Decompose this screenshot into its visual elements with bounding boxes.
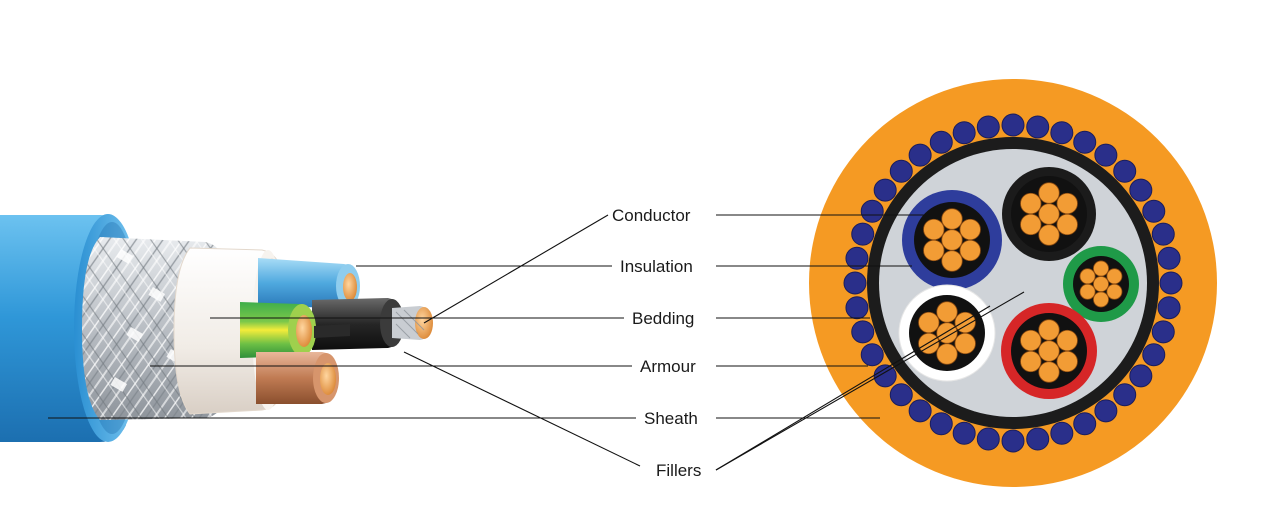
conductor-strand xyxy=(1038,319,1060,341)
core-green-yellow xyxy=(240,302,350,358)
armour-wire xyxy=(1159,271,1183,295)
armour-wire xyxy=(929,130,953,154)
conductor-strand xyxy=(1038,182,1060,204)
conductor-strand xyxy=(1038,340,1060,362)
conductor-strand xyxy=(954,332,976,355)
armour-wire xyxy=(1094,399,1118,423)
conductor-strand xyxy=(1020,350,1042,373)
conductor-strand xyxy=(1093,291,1109,308)
conductor-strand xyxy=(936,301,958,323)
armour-wire xyxy=(1026,115,1050,139)
cable-cross-section xyxy=(809,79,1217,487)
armour-wire xyxy=(1157,296,1181,320)
conductor-strand xyxy=(918,332,940,355)
conductor-strand xyxy=(1056,350,1078,373)
conductor-strand xyxy=(1093,260,1109,277)
conductor-strand xyxy=(1056,329,1078,352)
conductor-strand xyxy=(1056,213,1078,236)
conductor-strand xyxy=(1020,329,1042,352)
conductor-strand xyxy=(1038,361,1060,383)
conductor-strand xyxy=(1056,192,1078,215)
armour-wire xyxy=(1129,178,1153,202)
armour-wire xyxy=(889,383,913,407)
armour-wire xyxy=(1050,421,1074,445)
armour-wire xyxy=(908,143,932,167)
conductor-strand xyxy=(1106,283,1123,300)
conductor-strand xyxy=(1079,283,1096,300)
armour-wire xyxy=(1113,159,1137,183)
armour-wire xyxy=(1113,383,1137,407)
leader-lines xyxy=(48,214,1025,471)
armour-wire xyxy=(1094,143,1118,167)
conductor-strand xyxy=(941,229,963,251)
conductor-strand xyxy=(936,343,958,365)
label-sheath: Sheath xyxy=(644,409,698,428)
conductor-strand xyxy=(1020,213,1042,236)
armour-wire xyxy=(845,246,869,270)
core-black-section xyxy=(1002,167,1096,261)
armour-wire xyxy=(873,178,897,202)
conductor-strand xyxy=(918,311,940,334)
armour-wire xyxy=(1142,199,1166,223)
armour-wire xyxy=(1026,427,1050,451)
armour-wire xyxy=(1001,429,1025,453)
conductor-strand xyxy=(936,322,958,344)
conductor-strand xyxy=(1093,276,1109,292)
conductor-strand xyxy=(1020,192,1042,215)
armour-wire xyxy=(1073,412,1097,436)
label-bedding: Bedding xyxy=(632,309,694,328)
armour-wire xyxy=(1151,222,1175,246)
armour-wire xyxy=(1129,364,1153,388)
core-white-section xyxy=(898,284,996,382)
armour-wire xyxy=(1073,130,1097,154)
armour-wire xyxy=(908,399,932,423)
label-conductor: Conductor xyxy=(612,206,691,225)
labels: Conductor Insulation Bedding Armour Shea… xyxy=(612,206,701,480)
armour-wire xyxy=(843,271,867,295)
conductor-strand xyxy=(1079,268,1096,285)
conductor-strand xyxy=(1038,224,1060,246)
armour-wire xyxy=(860,199,884,223)
armour-wire xyxy=(851,320,875,344)
armour-wires xyxy=(843,113,1183,453)
conductor-strand xyxy=(941,250,963,272)
armour-wire xyxy=(1151,320,1175,344)
armour-wire xyxy=(1050,121,1074,145)
core-blue xyxy=(258,258,360,308)
conductor-strand xyxy=(941,208,963,230)
armour-wire xyxy=(860,343,884,367)
armour-wire xyxy=(976,115,1000,139)
label-armour: Armour xyxy=(640,357,696,376)
armour-wire xyxy=(851,222,875,246)
core-red-section xyxy=(1001,303,1097,399)
label-fillers: Fillers xyxy=(656,461,701,480)
conductor-strand xyxy=(923,239,945,262)
core-black xyxy=(312,298,433,350)
armour-wire xyxy=(952,421,976,445)
conductor-strand xyxy=(959,218,981,241)
armour-wire xyxy=(1157,246,1181,270)
armour-wire xyxy=(1001,113,1025,137)
armour-wire xyxy=(845,296,869,320)
cable-cutaway xyxy=(0,214,433,442)
conductor-strand xyxy=(923,218,945,241)
core-blue-section xyxy=(902,190,1002,290)
conductor-strand xyxy=(1106,268,1123,285)
armour-wire xyxy=(1142,343,1166,367)
conductor-strand xyxy=(959,239,981,262)
core-brown xyxy=(256,352,339,404)
label-insulation: Insulation xyxy=(620,257,693,276)
armour-wire xyxy=(889,159,913,183)
conductor-strand xyxy=(1038,203,1060,225)
armour-wire xyxy=(952,121,976,145)
core-green-section xyxy=(1063,246,1139,322)
armour-wire xyxy=(929,412,953,436)
armour-wire xyxy=(976,427,1000,451)
